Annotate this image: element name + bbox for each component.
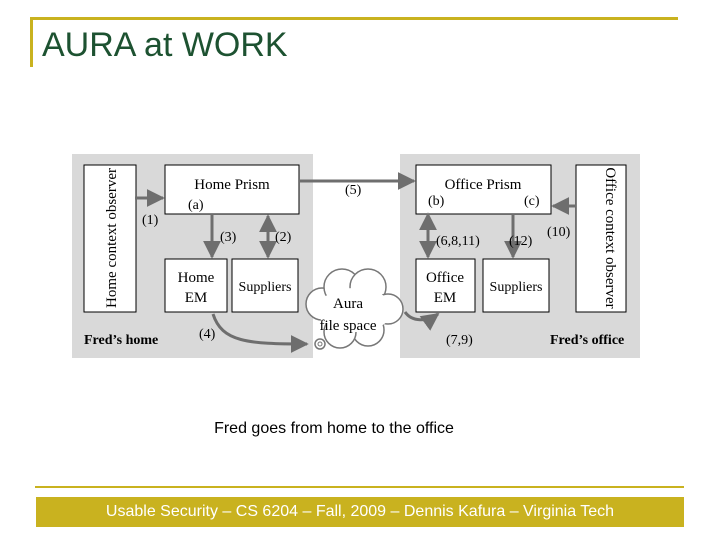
home-prism-label: Home Prism <box>194 177 270 193</box>
label-1: (1) <box>142 213 159 228</box>
home-prism-box <box>164 164 300 215</box>
office-prism-box <box>415 164 552 215</box>
office-em-box <box>415 258 476 313</box>
office-context-observer-box <box>575 164 627 313</box>
freds-office-label: Fred’s office <box>550 333 624 348</box>
office-context-observer-label: Office context observer <box>602 167 618 308</box>
home-context-observer-box <box>83 164 137 313</box>
home-em-box <box>164 258 228 313</box>
home-context-observer-label: Home context observer <box>104 168 120 308</box>
slide-caption: Fred goes from home to the office <box>214 420 454 437</box>
suppliers-home-box <box>231 258 299 313</box>
label-a: (a) <box>188 198 204 213</box>
arrow-79 <box>403 311 440 331</box>
label-2: (2) <box>275 230 292 245</box>
home-em-line1: Home <box>178 270 215 286</box>
label-6811: (6,8,11) <box>436 234 480 249</box>
label-3: (3) <box>220 230 237 245</box>
label-12: (12) <box>509 234 533 249</box>
office-em-line1: Office <box>426 270 464 286</box>
label-79: (7,9) <box>446 333 473 348</box>
aura-line1: Aura <box>333 296 363 312</box>
home-em-line2: EM <box>185 290 208 306</box>
arrow-4 <box>211 313 309 353</box>
label-4: (4) <box>199 327 216 342</box>
slide-footer: Usable Security – CS 6204 – Fall, 2009 –… <box>36 497 684 527</box>
aura-diagram: Home context observer Home Prism (a) Hom… <box>72 154 640 358</box>
label-10: (10) <box>547 225 571 240</box>
title-frame-top <box>30 17 678 20</box>
label-b: (b) <box>428 194 445 209</box>
suppliers-office-box <box>482 258 550 313</box>
title-frame-left <box>30 17 33 67</box>
label-c: (c) <box>524 194 540 209</box>
suppliers-office-label: Suppliers <box>490 280 543 295</box>
office-prism-label: Office Prism <box>445 177 522 193</box>
freds-home-label: Fred’s home <box>84 333 158 348</box>
aura-line2: file space <box>319 318 376 334</box>
slide-title: AURA at WORK <box>42 26 288 64</box>
office-em-line2: EM <box>434 290 457 306</box>
label-5: (5) <box>345 183 362 198</box>
aura-cloud <box>305 268 404 350</box>
footer-divider <box>35 486 684 488</box>
suppliers-home-label: Suppliers <box>239 280 292 295</box>
